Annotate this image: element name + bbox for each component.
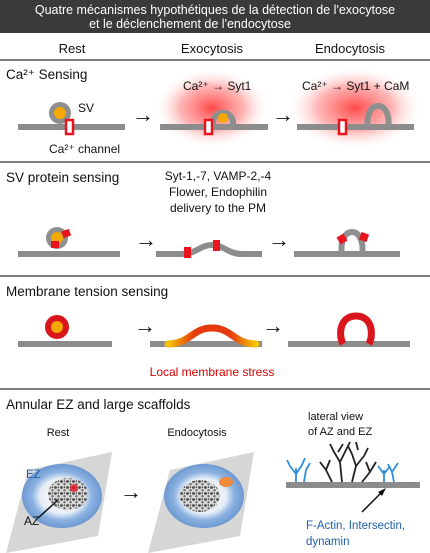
panel-ca-sensing: Ca²⁺ Sensing SV Ca²⁺ channel → Ca²⁺ → Sy… — [6, 66, 423, 156]
sv-label: SV — [78, 101, 94, 115]
scaffold-label-line-1: F-Actin, Intersectin, — [306, 520, 405, 532]
channel-label: Ca²⁺ channel — [49, 142, 120, 156]
endo-ca-label: Ca²⁺ → Syt1 + CaM — [302, 79, 409, 93]
arrowhead — [378, 488, 386, 496]
endocytic-pit — [364, 102, 392, 128]
stress-label: Local membrane stress — [150, 365, 275, 379]
panel-title: Membrane tension sensing — [6, 284, 168, 299]
arrow: → — [262, 313, 284, 338]
scaffold-right — [377, 462, 399, 483]
lateral-view-line-2: of AZ and EZ — [308, 426, 372, 438]
vesicle-cluster — [70, 484, 78, 492]
az-label: AZ — [24, 514, 39, 528]
endocytosis-label: Endocytosis — [167, 427, 227, 439]
protein-list-line-3: delivery to the PM — [170, 201, 266, 215]
stressed-pit — [337, 312, 375, 346]
panel-membrane-tension: Membrane tension sensing → Local membran… — [6, 284, 410, 379]
calcium-channel — [64, 118, 75, 136]
sv-protein — [358, 231, 370, 243]
stressed-membrane — [164, 324, 260, 348]
title-line-2: et le déclenchement de l'endocytose — [89, 17, 291, 31]
az-pointer — [37, 499, 59, 519]
sv-protein — [61, 228, 72, 239]
endocytic-pit — [338, 228, 366, 255]
membrane — [156, 241, 262, 257]
protein-list-line-1: Syt-1,-7, VAMP-2,-4 — [165, 169, 272, 183]
panel-sv-protein-sensing: SV protein sensing Syt-1,-7, VAMP-2,-4 F… — [6, 169, 400, 258]
vesicle-core — [51, 321, 63, 333]
vesicle-core — [54, 107, 66, 119]
title-line-1: Quatre mécanismes hypothétiques de la dé… — [35, 3, 395, 17]
calcium-channel — [203, 118, 214, 136]
endocytic-pit-marker — [219, 477, 233, 487]
scaffold-label-line-2: dynamin — [306, 536, 349, 548]
sv-protein — [213, 240, 220, 251]
panel-annular-ez: Annular EZ and large scaffolds Rest Endo… — [6, 397, 420, 553]
rest-label: Rest — [47, 427, 70, 439]
panel-title: Annular EZ and large scaffolds — [6, 397, 191, 412]
lateral-view-line-1: lateral view — [308, 411, 363, 423]
arrow: → — [132, 102, 154, 127]
scaffold-left — [286, 457, 311, 483]
active-zone — [180, 480, 220, 512]
sv-protein — [336, 233, 348, 245]
ez-label: EZ — [26, 469, 41, 481]
arrow: → — [120, 479, 142, 504]
scaffold-pointer — [361, 491, 383, 513]
panel-title: Ca²⁺ Sensing — [6, 67, 87, 82]
exo-ca-label: Ca²⁺ → Syt1 — [183, 79, 252, 93]
protein-list-line-2: Flower, Endophilin — [169, 185, 267, 199]
column-header-exocytosis: Exocytosis — [181, 41, 244, 56]
vesicle-core — [218, 113, 228, 123]
sv-protein — [184, 247, 191, 258]
calcium-channel — [337, 118, 348, 136]
arrow: → — [134, 313, 156, 338]
column-header-endocytosis: Endocytosis — [315, 41, 386, 56]
active-zone — [48, 478, 88, 510]
sv-protein — [51, 241, 59, 248]
panel-title: SV protein sensing — [6, 170, 119, 185]
actin-cytomatrix — [319, 441, 377, 483]
arrow: → — [135, 227, 157, 252]
column-header-rest: Rest — [59, 41, 86, 56]
title-band — [0, 0, 430, 33]
arrow: → — [268, 227, 290, 252]
